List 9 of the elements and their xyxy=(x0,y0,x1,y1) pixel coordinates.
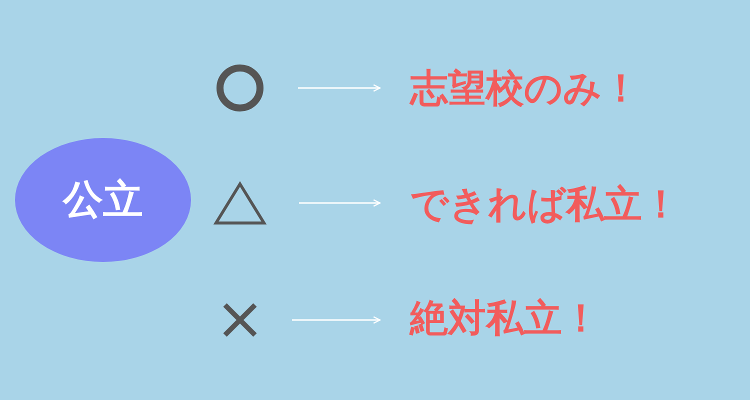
result-text: 志望校のみ！ xyxy=(410,64,640,112)
node-label: 公立 xyxy=(63,176,143,225)
circle-symbol xyxy=(214,62,266,114)
arrow xyxy=(292,316,381,324)
result-text: できれば私立！ xyxy=(410,180,680,228)
arrow xyxy=(299,199,381,207)
triangle-symbol xyxy=(213,180,267,226)
result-text: 絶対私立！ xyxy=(410,294,600,342)
arrow xyxy=(298,84,381,92)
